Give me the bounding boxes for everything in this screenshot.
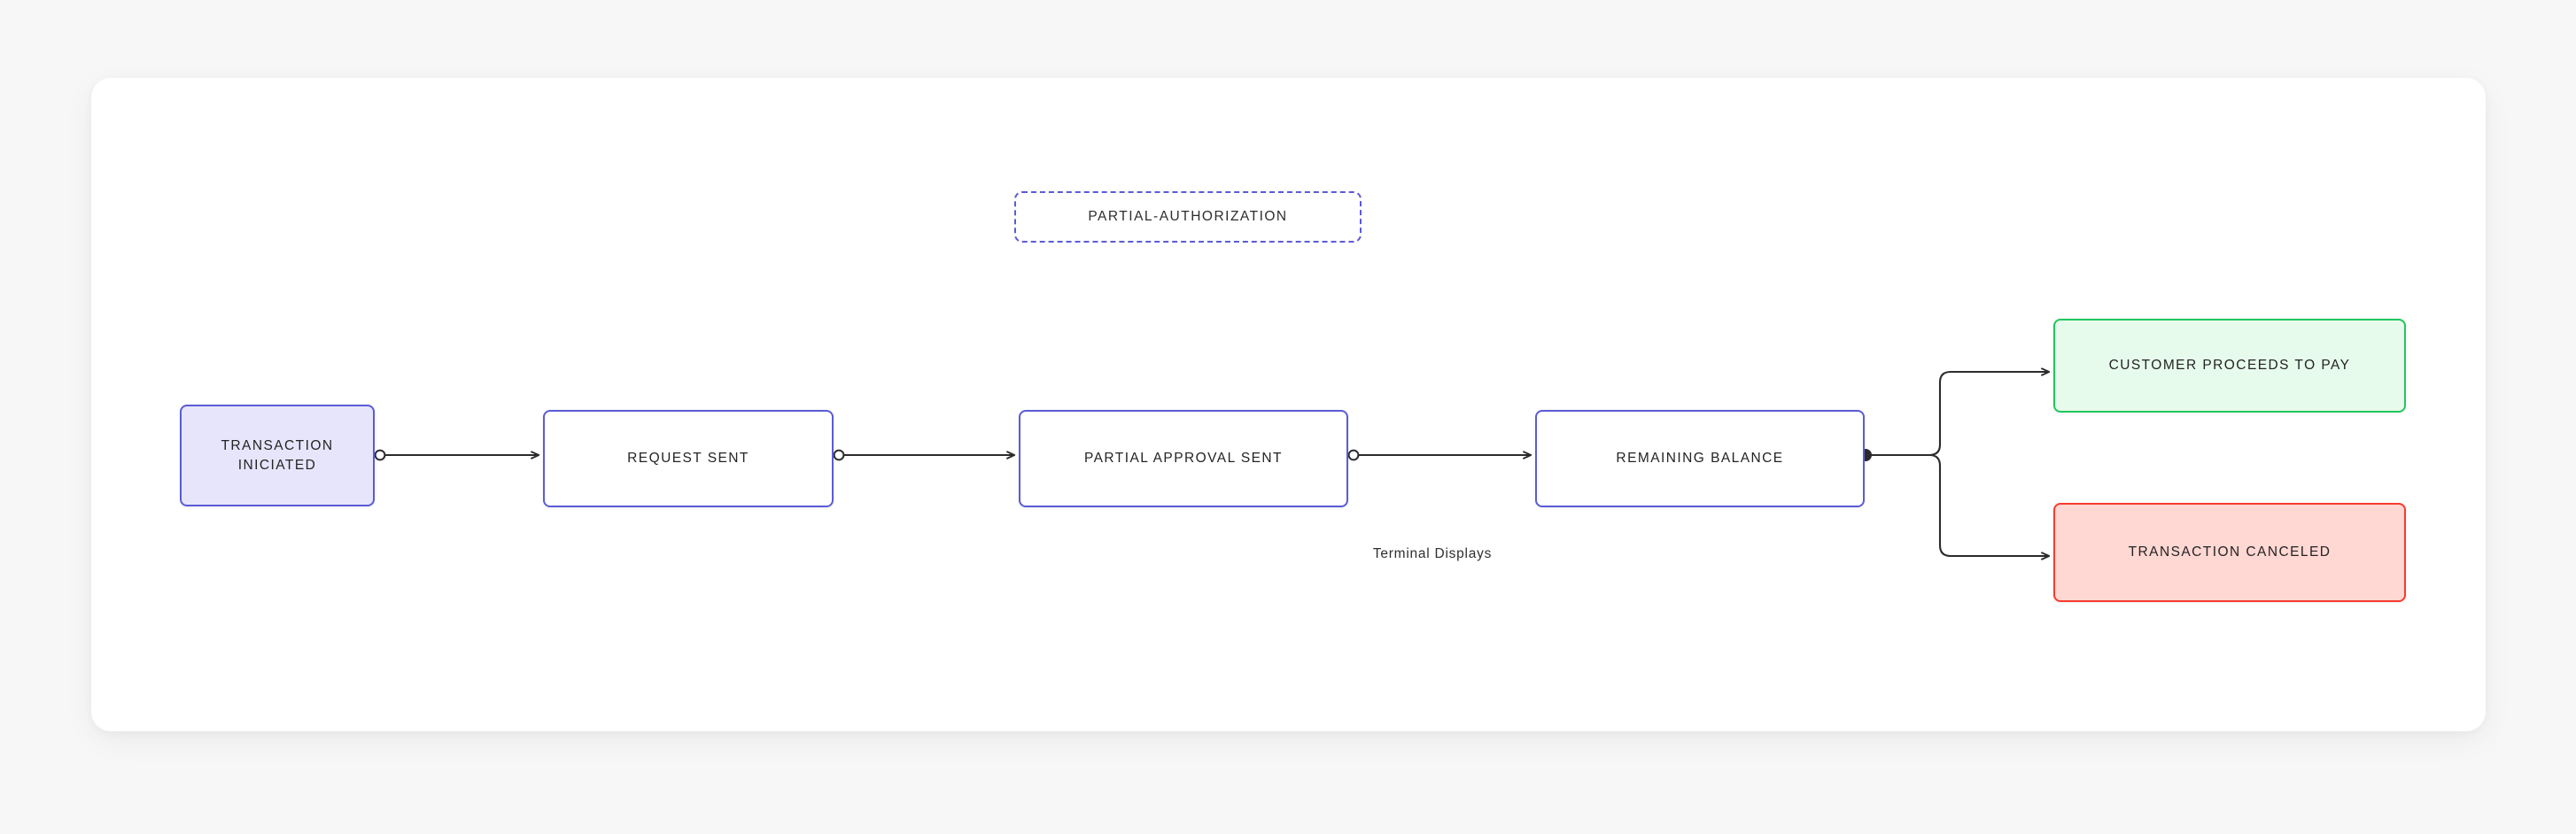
node-transaction-iniciated[interactable]: TRANSACTION INICIATED bbox=[180, 405, 375, 506]
node-partial-approval-sent[interactable]: PARTIAL APPROVAL SENT bbox=[1019, 410, 1348, 507]
node-remaining-balance[interactable]: REMAINING BALANCE bbox=[1535, 410, 1865, 507]
node-request-sent[interactable]: REQUEST SENT bbox=[543, 410, 834, 507]
edge-label-terminal-displays: Terminal Displays bbox=[1372, 546, 1493, 561]
node-customer-proceeds-to-pay[interactable]: CUSTOMER PROCEEDS TO PAY bbox=[2053, 319, 2406, 413]
group-box-partial-authorization[interactable]: PARTIAL-AUTHORIZATION bbox=[1014, 191, 1362, 243]
node-transaction-canceled[interactable]: TRANSACTION CANCELED bbox=[2053, 503, 2406, 602]
